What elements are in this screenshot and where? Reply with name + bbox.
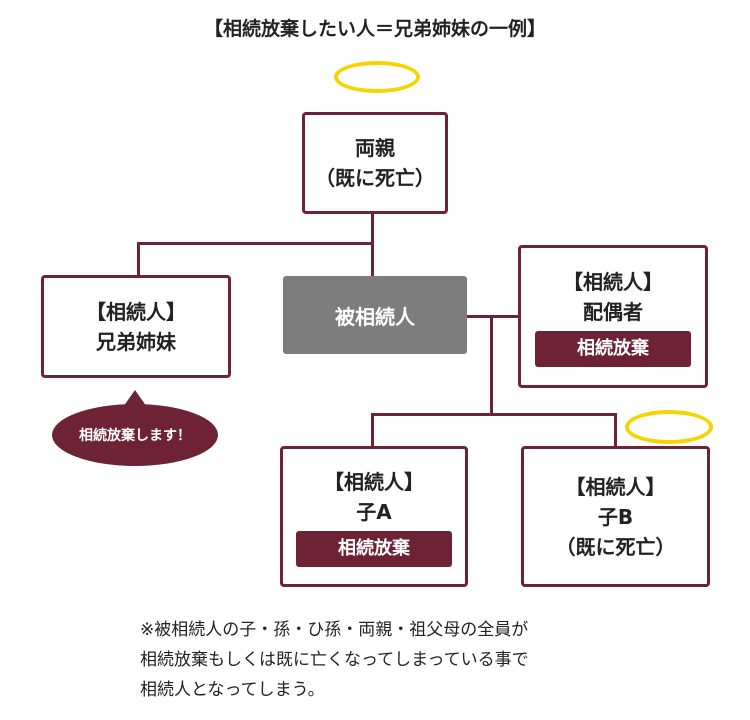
connector-spouse (467, 315, 520, 318)
child-b-status: （既に死亡） (555, 534, 676, 559)
child-a-role: 【相続人】 (324, 469, 424, 494)
footnote-line-2: 相続放棄もしくは既に亡くなってしまっている事で (140, 650, 529, 670)
footnote-line-1: ※被相続人の子・孫・ひ孫・両親・祖父母の全員が (140, 620, 529, 640)
child-a-box: 【相続人】 子A 相続放棄 (280, 446, 468, 587)
spouse-role: 【相続人】 (563, 269, 663, 294)
child-b-box: 【相続人】 子B （既に死亡） (521, 446, 710, 587)
parents-box: 両親 （既に死亡） (302, 112, 448, 214)
connector-child-b-drop (614, 413, 617, 447)
parents-status: （既に死亡） (315, 166, 435, 190)
connector-children-bar (371, 413, 617, 416)
halo-parents-icon (334, 61, 420, 93)
child-b-label: 子B (597, 504, 634, 529)
child-b-role: 【相続人】 (565, 474, 666, 499)
connector-child-a-drop (371, 413, 374, 447)
footnote-line-3: 相続人となってしまう。 (140, 680, 325, 700)
connector-parents-down (371, 214, 374, 276)
diagram-title: 【相続放棄したい人＝兄弟姉妹の一例】 (203, 18, 546, 40)
siblings-label: 兄弟姉妹 (96, 329, 176, 354)
connector-sibling-drop (137, 242, 140, 276)
footnote: ※被相続人の子・孫・ひ孫・両親・祖父母の全員が 相続放棄もしくは既に亡くなってし… (140, 615, 529, 705)
child-a-renounce-badge: 相続放棄 (296, 530, 452, 567)
spouse-label: 配偶者 (583, 299, 643, 324)
parents-label: 両親 (355, 136, 395, 160)
spouse-box: 【相続人】 配偶者 相続放棄 (518, 245, 708, 388)
halo-child-b-icon (625, 410, 713, 444)
speech-bubble: 相続放棄します！ (52, 404, 218, 466)
connector-children-trunk (490, 315, 493, 415)
child-a-label: 子A (356, 499, 392, 524)
siblings-role: 【相続人】 (86, 299, 186, 324)
siblings-box: 【相続人】 兄弟姉妹 (41, 275, 231, 378)
decedent-box: 被相続人 (283, 276, 467, 354)
spouse-renounce-badge: 相続放棄 (535, 330, 691, 367)
connector-sibling-bar (137, 242, 374, 245)
